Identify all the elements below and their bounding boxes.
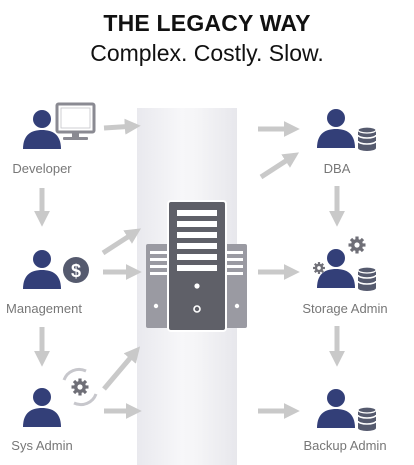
database-icon-dba: [357, 126, 377, 152]
person-icon-backup-admin: [317, 389, 355, 428]
person-icon-sysadmin: [23, 388, 61, 427]
person-icon-developer: [23, 110, 61, 149]
gear-cycle-icon: [62, 367, 98, 407]
label-backup-admin: Backup Admin: [303, 438, 387, 453]
label-sys-admin: Sys Admin: [11, 438, 73, 453]
person-icon-management: [23, 250, 61, 289]
database-icon-backup: [357, 406, 377, 432]
dollar-coin-icon: $: [63, 257, 89, 283]
person-icon-dba: [317, 109, 355, 148]
monitor-icon: [55, 102, 96, 140]
database-icon-storage: [357, 266, 377, 292]
label-developer: Developer: [12, 161, 72, 176]
server-stack-icon: [146, 200, 247, 332]
svg-text:$: $: [71, 261, 81, 281]
arrow-sysadmin-to-server-upper: [102, 346, 141, 391]
arrow-developer-to-server: [103, 118, 141, 135]
label-dba: DBA: [323, 161, 351, 176]
diagram-subtitle: Complex. Costly. Slow.: [90, 40, 324, 66]
diagram-title: THE LEGACY WAY: [103, 10, 311, 36]
label-management: Management: [6, 301, 82, 316]
arrow-server-to-dba-lower: [259, 152, 300, 180]
arrows: [33, 118, 346, 420]
arrow-management-to-server-upper: [101, 228, 142, 256]
label-storage-admin: Storage Admin: [302, 301, 388, 316]
